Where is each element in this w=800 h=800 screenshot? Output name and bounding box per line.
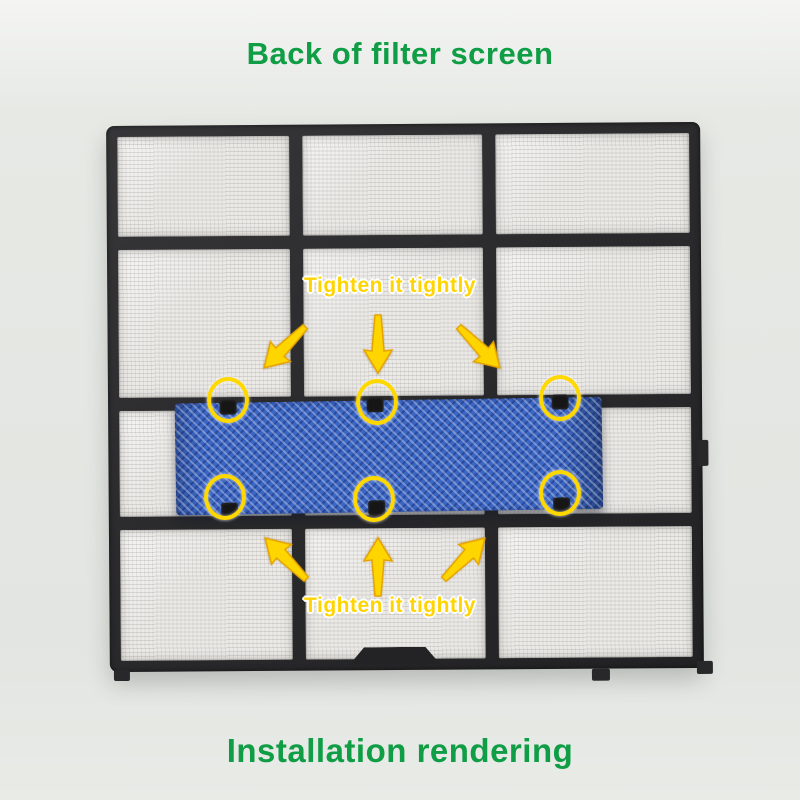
tighten-label-bottom: Tighten it tightly [304, 594, 476, 617]
tighten-arrow-icon [362, 536, 394, 597]
frame-side-tab [696, 439, 709, 466]
fastener-circle-marker-icon [539, 375, 581, 421]
tighten-arrow-icon [263, 323, 309, 369]
filter-frame [106, 121, 713, 682]
tighten-arrow-icon [440, 537, 486, 583]
tighten-arrow-icon [264, 537, 310, 583]
tighten-arrow-icon [362, 314, 394, 375]
frame-handle-notch [350, 647, 440, 665]
frame-foot-tab [113, 669, 130, 682]
fastener-circle-marker-icon [356, 379, 398, 425]
fastener-circle-marker-icon [207, 377, 249, 423]
fastener-circle-marker-icon [204, 474, 246, 520]
fastener-circle-marker-icon [539, 470, 581, 516]
mesh-panel [497, 526, 693, 659]
mesh-panel [302, 134, 483, 236]
mesh-panel [495, 133, 690, 235]
fastener-circle-marker-icon [353, 476, 395, 522]
tighten-label-top: Tighten it tightly [304, 274, 476, 297]
frame-corner-tab [696, 660, 713, 674]
mesh-panel [117, 135, 290, 238]
tighten-arrow-icon [455, 323, 501, 369]
mesh-panel [117, 248, 291, 398]
bottom-caption: Installation rendering [226, 732, 574, 769]
frame-foot-tab [591, 668, 610, 681]
mesh-panel [495, 246, 691, 396]
top-caption: Back of filter screen [246, 36, 554, 71]
